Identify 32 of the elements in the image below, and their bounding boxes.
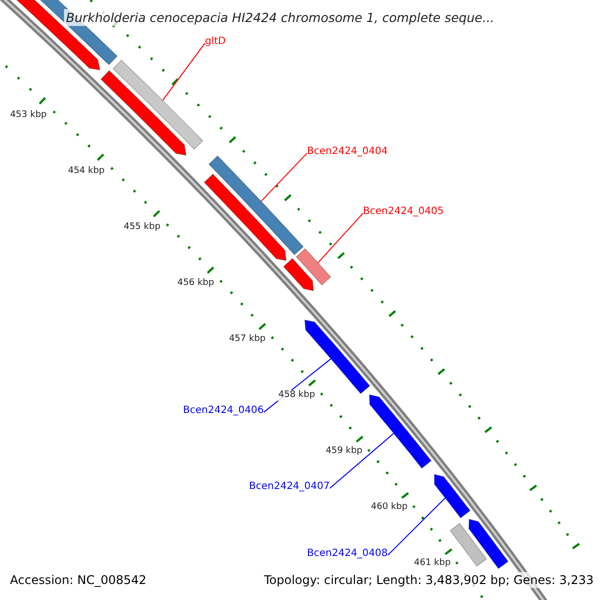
leader-line <box>260 152 308 202</box>
gene-label: gltD <box>205 36 226 48</box>
tick-label: 456 kbp <box>177 278 214 290</box>
gene-label: Bcen2424_0406 <box>183 405 264 417</box>
footer-text: Accession: NC_008542 <box>8 572 148 588</box>
tick-label: 455 kbp <box>124 222 160 233</box>
gene-feature <box>204 174 287 261</box>
footer-text: Topology: circular; Length: 3,483,902 bp; Genes: 3,233 <box>262 572 596 588</box>
tick-label: 459 kbp <box>326 446 362 458</box>
gene-label: Bcen2424_0407 <box>249 481 330 493</box>
gene-feature <box>112 60 204 150</box>
leader-line <box>329 432 394 489</box>
gene-label: Bcen2424_0408 <box>307 548 388 560</box>
tick-label: 458 kbp <box>278 390 316 402</box>
gene-feature <box>368 394 432 469</box>
gene-feature <box>434 474 470 518</box>
gene-label: Bcen2424_0404 <box>307 146 388 158</box>
leader-line <box>318 212 364 264</box>
tick-label: 457 kbp <box>228 334 266 346</box>
leader-line <box>387 498 446 556</box>
tick-label: 453 kbp <box>10 110 47 120</box>
tick-label: 461 kbp <box>414 558 451 569</box>
gene-label: Bcen2424_0405 <box>363 206 444 218</box>
gene-feature <box>296 248 332 286</box>
gene-feature <box>450 522 487 567</box>
tick-label: 460 kbp <box>370 502 408 514</box>
gene-feature <box>208 155 304 256</box>
gene-feature <box>100 70 187 156</box>
tick-label: 454 kbp <box>68 166 105 177</box>
leader-line <box>162 42 206 101</box>
gene-feature <box>468 518 508 570</box>
gene-feature <box>283 258 314 292</box>
